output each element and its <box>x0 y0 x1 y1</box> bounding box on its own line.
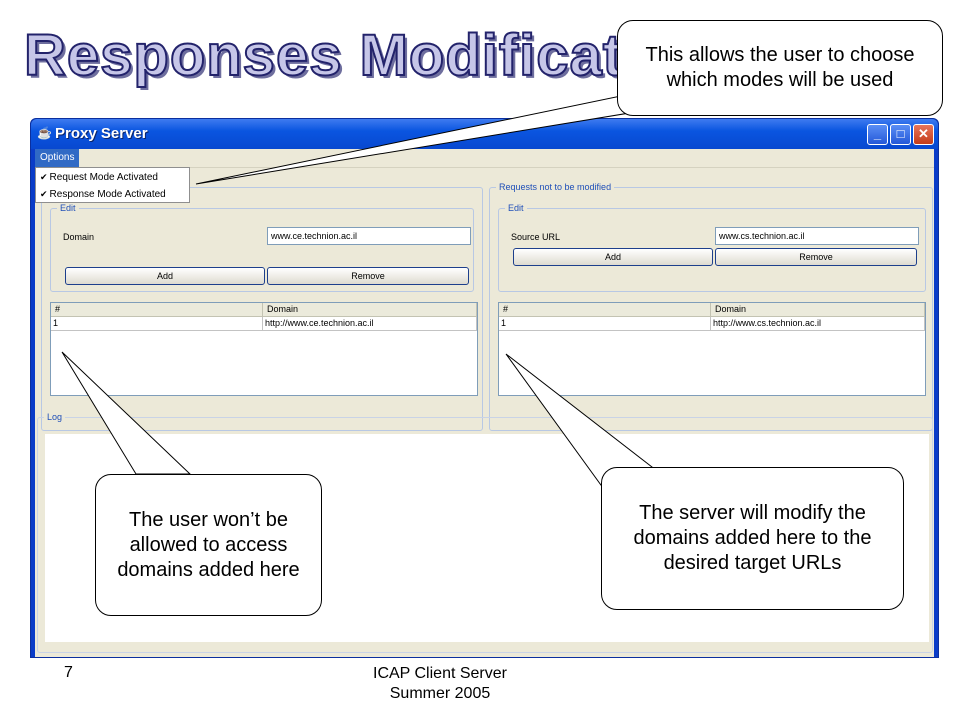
checkmark-icon: ✔ <box>40 172 48 182</box>
source-url-input[interactable]: www.cs.technion.ac.il <box>715 227 919 245</box>
menu-item-label: Response Mode Activated <box>49 189 166 200</box>
close-button[interactable]: ✕ <box>913 124 934 145</box>
log-label: Log <box>44 411 66 423</box>
right-edit-group: Edit Source URL www.cs.technion.ac.il Ad… <box>498 202 926 292</box>
modified-domains-table[interactable]: # Domain 1 http://www.cs.technion.ac.il <box>498 302 926 396</box>
right-add-button[interactable]: Add <box>513 248 713 266</box>
footer-line-1: ICAP Client Server <box>373 665 507 682</box>
window-title: Proxy Server <box>55 125 148 142</box>
blocked-domains-callout: The user won’t be allowed to access doma… <box>95 474 322 616</box>
menu-bar: Options <box>35 149 934 168</box>
menu-item-request-mode[interactable]: ✔Request Mode Activated <box>40 170 158 185</box>
table-row-number[interactable]: 1 <box>499 317 711 331</box>
slide-title: Responses Modification <box>23 22 714 89</box>
footer-line-2: Summer 2005 <box>389 685 491 702</box>
domain-label: Domain <box>63 232 95 242</box>
blocked-domains-group: Edit Domain www.ce.technion.ac.il Add Re… <box>41 187 483 431</box>
blocked-domains-table[interactable]: # Domain 1 http://www.ce.technion.ac.il <box>50 302 478 396</box>
requests-not-modified-group: Requests not to be modified Edit Source … <box>489 181 933 431</box>
checkmark-icon: ✔ <box>40 189 48 199</box>
column-header-domain[interactable]: Domain <box>263 303 477 317</box>
source-url-label: Source URL <box>511 232 561 242</box>
blocked-callout-pointer <box>61 351 192 475</box>
right-remove-button[interactable]: Remove <box>715 248 917 266</box>
left-edit-label: Edit <box>57 202 79 214</box>
minimize-button[interactable]: _ <box>867 124 888 145</box>
maximize-button[interactable]: □ <box>890 124 911 145</box>
left-edit-group: Edit Domain www.ce.technion.ac.il Add Re… <box>50 202 474 292</box>
left-remove-button[interactable]: Remove <box>267 267 469 285</box>
table-row-domain[interactable]: http://www.ce.technion.ac.il <box>263 317 477 331</box>
column-header-number[interactable]: # <box>51 303 263 317</box>
menu-item-response-mode[interactable]: ✔Response Mode Activated <box>40 187 166 202</box>
column-header-domain[interactable]: Domain <box>711 303 925 317</box>
options-dropdown: ✔Request Mode Activated ✔Response Mode A… <box>35 167 190 203</box>
menu-options[interactable]: Options <box>35 149 80 167</box>
log-group: Log <box>37 411 933 653</box>
menu-item-label: Request Mode Activated <box>49 172 158 183</box>
modes-callout-pointer <box>195 91 662 185</box>
domain-input[interactable]: www.ce.technion.ac.il <box>267 227 471 245</box>
right-group-label: Requests not to be modified <box>496 181 615 193</box>
left-add-button[interactable]: Add <box>65 267 265 285</box>
modes-callout: This allows the user to choose which mod… <box>617 20 943 116</box>
column-header-number[interactable]: # <box>499 303 711 317</box>
right-edit-label: Edit <box>505 202 527 214</box>
table-row-number[interactable]: 1 <box>51 317 263 331</box>
page-number: 7 <box>64 664 73 681</box>
footer-text: ICAP Client Server Summer 2005 <box>340 664 540 704</box>
java-cup-icon: ☕ <box>37 126 52 140</box>
table-row-domain[interactable]: http://www.cs.technion.ac.il <box>711 317 925 331</box>
modify-domains-callout: The server will modify the domains added… <box>601 467 904 610</box>
